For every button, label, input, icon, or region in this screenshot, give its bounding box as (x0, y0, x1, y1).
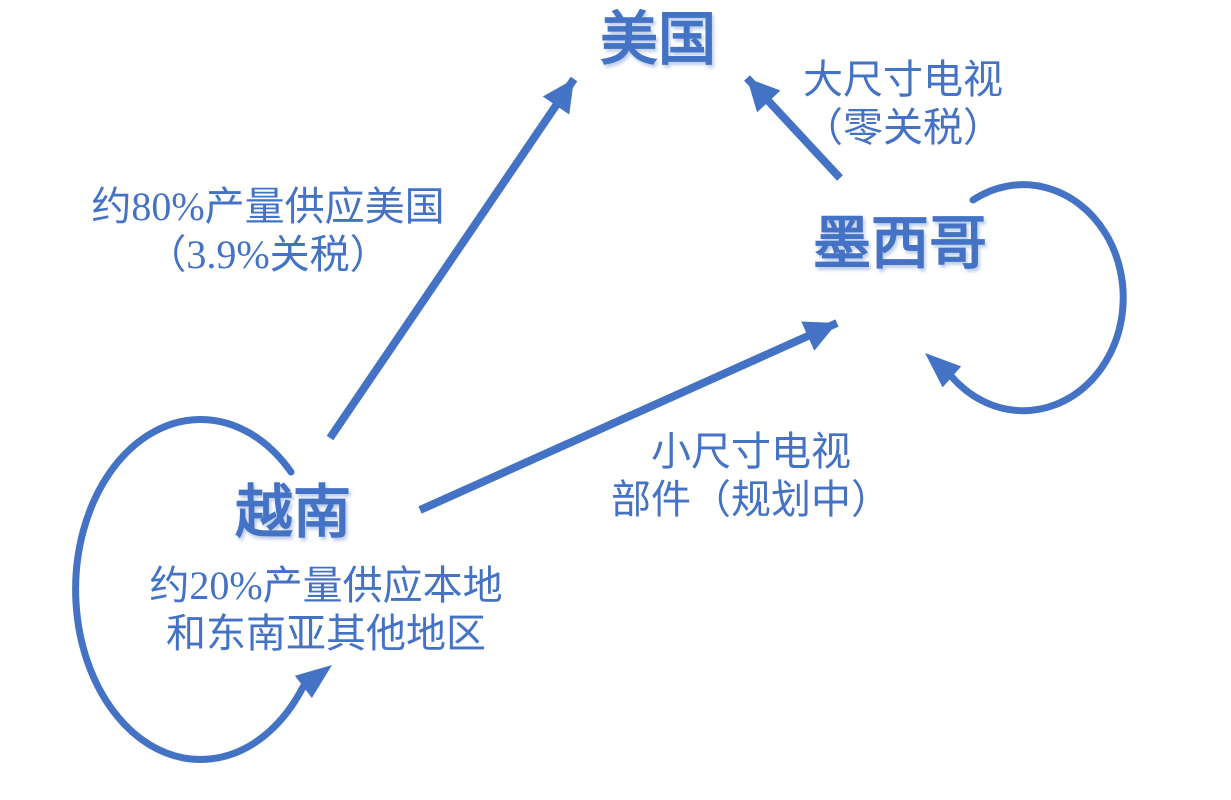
vietnam-self-loop-label-line1: 约20%产量供应本地 (149, 563, 503, 608)
vietnam-to-mexico-arrow (418, 319, 839, 514)
vietnam-self-loop-arrow (72, 415, 307, 763)
vietnam-self-loop-label: 约20%产量供应本地 和东南亚其他地区 (126, 562, 526, 658)
mexico-to-usa-label-line2: （零关税） (803, 105, 1003, 150)
vietnam-self-loop-arrowhead (294, 665, 332, 698)
usa-node: 美国 (599, 7, 716, 72)
vietnam-to-mexico-label: 小尺寸电视 部件（规划中） (551, 428, 951, 524)
vietnam-to-mexico-label-line2: 部件（规划中） (611, 477, 891, 522)
vietnam-node: 越南 (234, 480, 351, 545)
mexico-self-loop-arrowhead (925, 353, 962, 388)
vietnam-to-mexico-label-line1: 小尺寸电视 (651, 429, 851, 474)
mexico-self-loop-arrow (948, 181, 1127, 415)
mexico-to-usa-label: 大尺寸电视 （零关税） (703, 56, 1103, 152)
vietnam-to-usa-label: 约80%产量供应美国 （3.9%关税） (68, 183, 468, 279)
mexico-to-usa-arrow (744, 75, 843, 181)
vietnam-to-usa-label-line2: （3.9%关税） (146, 232, 390, 277)
vietnam-to-usa-label-line1: 约80%产量供应美国 (91, 184, 445, 229)
vietnam-self-loop-label-line2: 和东南亚其他地区 (166, 611, 486, 656)
mexico-to-usa-label-line1: 大尺寸电视 (803, 57, 1003, 102)
vietnam-to-usa-arrow (326, 76, 578, 441)
mexico-node: 墨西哥 (812, 211, 987, 276)
